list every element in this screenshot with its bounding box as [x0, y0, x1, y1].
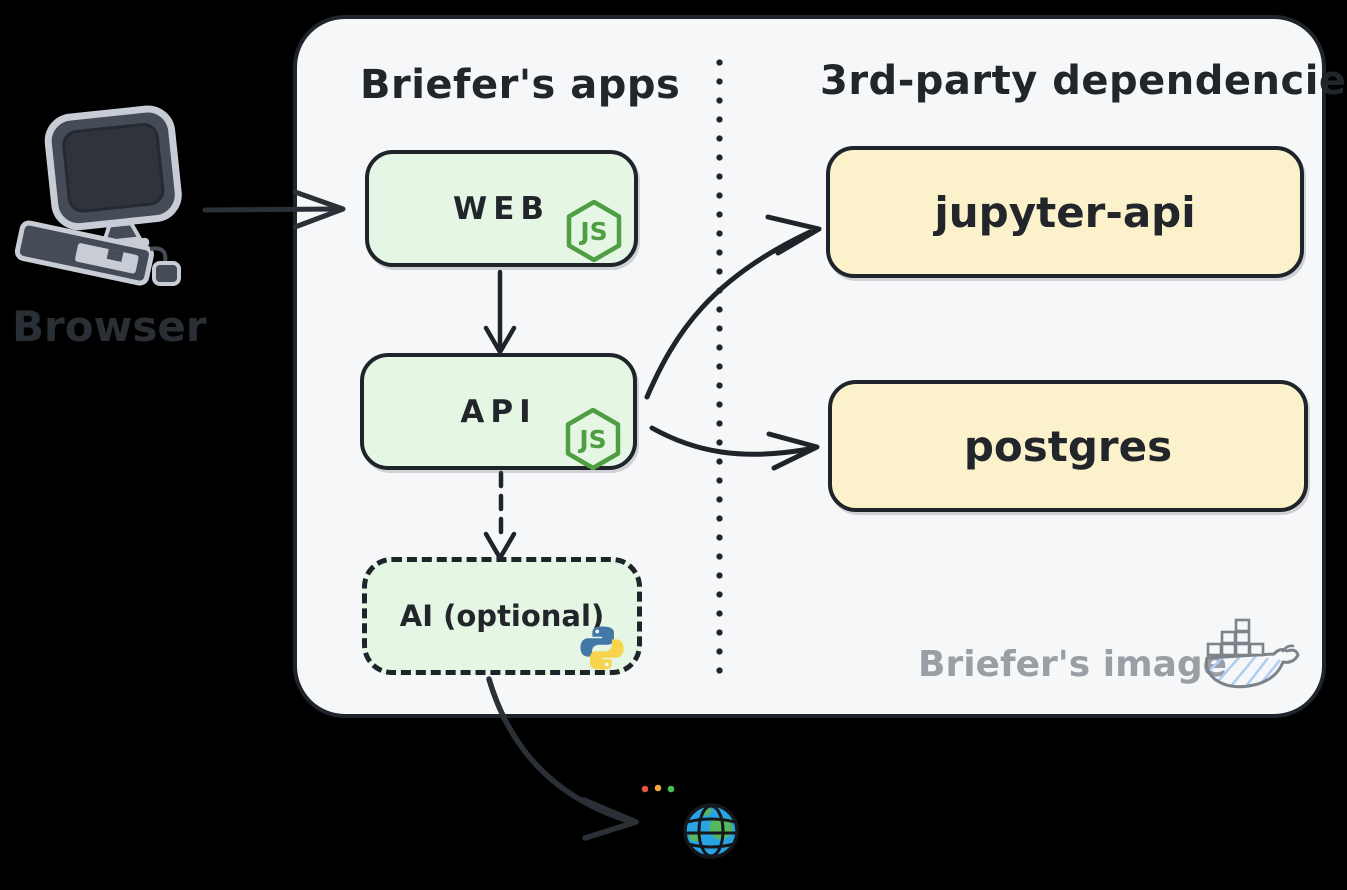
arrow-api-to-postgres: [649, 425, 820, 471]
browser-label: Browser: [12, 302, 207, 351]
node-ai-optional: AI (optional): [362, 557, 642, 675]
section-title-dependencies: 3rd-party dependencies: [820, 58, 1347, 104]
python-icon: [580, 626, 624, 670]
arrow-browser-to-web: [202, 189, 346, 230]
node-postgres-label: postgres: [963, 421, 1173, 471]
arrow-ai-to-internet: [486, 676, 639, 841]
nodejs-js-text: JS: [578, 217, 607, 246]
node-web-label: WEB: [453, 190, 550, 227]
docker-whale-icon: [1204, 618, 1300, 689]
node-postgres: postgres: [828, 380, 1308, 512]
arrow-api-to-ai: [483, 470, 517, 561]
arrow-api-to-jupyter: [644, 214, 822, 400]
window-dots-icon: [641, 784, 675, 793]
node-api: API JS: [360, 353, 637, 470]
node-jupyter-api: jupyter-api: [826, 146, 1304, 278]
arrow-web-to-api: [483, 269, 517, 355]
section-divider: [716, 58, 723, 674]
node-jupyter-label: jupyter-api: [934, 187, 1196, 237]
node-api-label: API: [460, 393, 537, 430]
nodejs-icon: JS: [566, 200, 622, 262]
node-ai-label: AI (optional): [399, 599, 605, 633]
nodejs-js-text: JS: [577, 425, 606, 454]
node-web: WEB JS: [365, 150, 638, 267]
panel-footer-label: Briefer's image: [918, 644, 1228, 685]
globe-icon: [683, 803, 739, 859]
nodejs-icon: JS: [565, 408, 621, 470]
section-title-apps: Briefer's apps: [360, 62, 681, 108]
computer-icon: [14, 105, 182, 286]
